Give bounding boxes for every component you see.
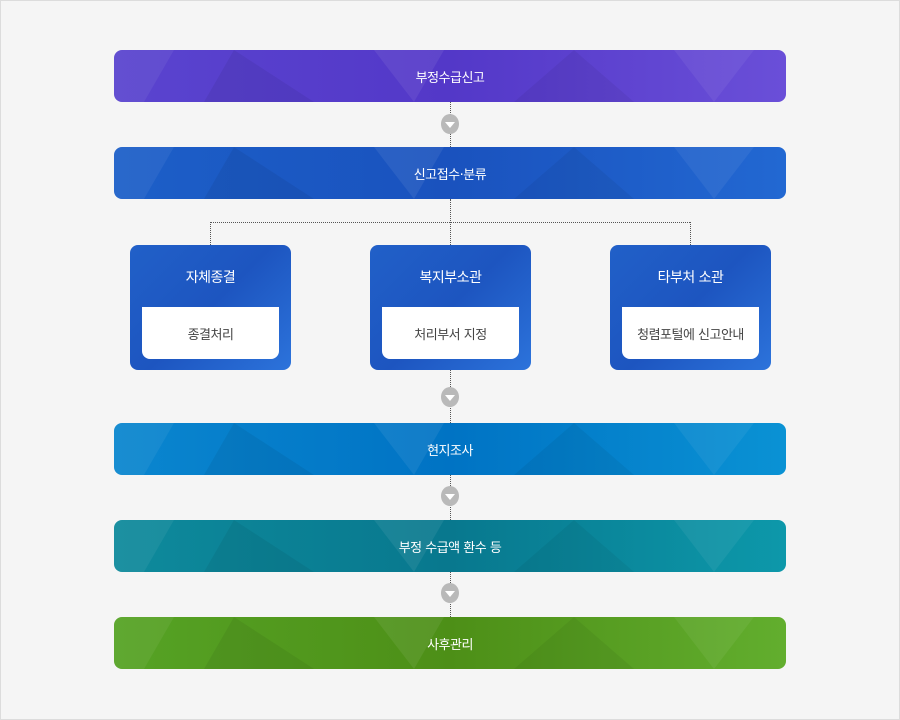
connector-line (690, 222, 691, 245)
step-field-investigation: 현지조사 (114, 423, 786, 475)
branch-card-welfare-ministry: 복지부소관 처리부서 지정 (370, 245, 531, 370)
step-label: 부정 수급액 환수 등 (398, 540, 502, 556)
branch-title: 타부처 소관 (657, 270, 724, 286)
branch-title: 복지부소관 (419, 270, 482, 286)
step-follow-up: 사후관리 (114, 617, 786, 669)
down-arrow-circle-icon (441, 486, 459, 506)
step-label: 부정수급신고 (415, 70, 485, 86)
connector-line (210, 222, 211, 245)
branch-connector-line (210, 222, 690, 223)
branch-action: 처리부서 지정 (382, 307, 519, 359)
step-report-fraud: 부정수급신고 (114, 50, 786, 102)
branch-action: 종결처리 (142, 307, 279, 359)
step-intake-classify: 신고접수·분류 (114, 147, 786, 199)
step-recovery: 부정 수급액 환수 등 (114, 520, 786, 572)
down-arrow-circle-icon (441, 114, 459, 134)
step-label: 현지조사 (427, 443, 473, 459)
branch-card-self-closure: 자체종결 종결처리 (130, 245, 291, 370)
down-arrow-circle-icon (441, 387, 459, 407)
branch-title: 자체종결 (185, 270, 236, 286)
branch-action: 청렴포털에 신고안내 (622, 307, 759, 359)
step-label: 사후관리 (427, 637, 473, 653)
down-arrow-circle-icon (441, 583, 459, 603)
step-label: 신고접수·분류 (413, 167, 487, 183)
branch-card-other-ministry: 타부처 소관 청렴포털에 신고안내 (610, 245, 771, 370)
